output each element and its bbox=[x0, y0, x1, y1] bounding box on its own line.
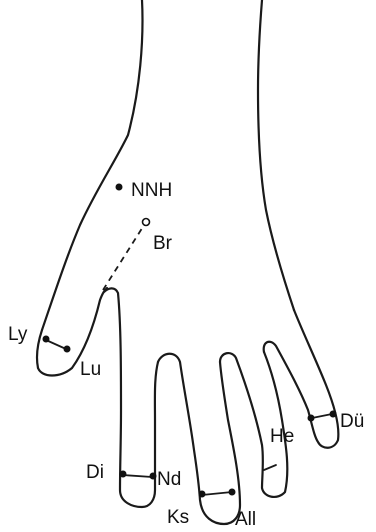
ring-nail bbox=[264, 465, 276, 470]
point-nd-label: Nd bbox=[157, 469, 181, 490]
point-ks-marker bbox=[199, 491, 206, 498]
point-nnh-marker bbox=[116, 184, 123, 191]
meridian-dashed-line bbox=[103, 222, 146, 290]
point-he-label: He bbox=[270, 426, 294, 447]
point-du-label: Dü bbox=[340, 411, 364, 432]
point-du-marker bbox=[330, 411, 337, 418]
point-nd-marker bbox=[150, 473, 157, 480]
point-ly-label: Ly bbox=[8, 324, 28, 345]
thumb-nail bbox=[46, 340, 66, 349]
point-br-label: Br bbox=[153, 233, 173, 254]
point-ly-marker bbox=[43, 336, 50, 343]
point-he-marker bbox=[308, 415, 315, 422]
point-nnh-label: NNH bbox=[131, 180, 172, 201]
point-di-label: Di bbox=[86, 462, 104, 483]
point-lu-label: Lu bbox=[80, 359, 101, 380]
point-lu-marker bbox=[64, 346, 71, 353]
point-all-label: All bbox=[235, 509, 256, 530]
index-finger bbox=[104, 288, 158, 507]
point-ks-label: Ks bbox=[167, 507, 189, 528]
little-nail bbox=[312, 414, 332, 418]
middle-nail bbox=[202, 492, 232, 495]
middle-finger bbox=[158, 354, 240, 524]
wrist-right-edge bbox=[258, 0, 294, 310]
point-di-marker bbox=[120, 471, 127, 478]
point-all-marker bbox=[229, 489, 236, 496]
ring-finger bbox=[220, 352, 287, 497]
wrist-left-edge bbox=[37, 0, 142, 368]
point-br-marker bbox=[143, 219, 150, 226]
acupoint-labels: NNH Br Ly Lu Di Nd Ks All He Dü bbox=[8, 180, 364, 530]
index-nail bbox=[122, 475, 152, 477]
